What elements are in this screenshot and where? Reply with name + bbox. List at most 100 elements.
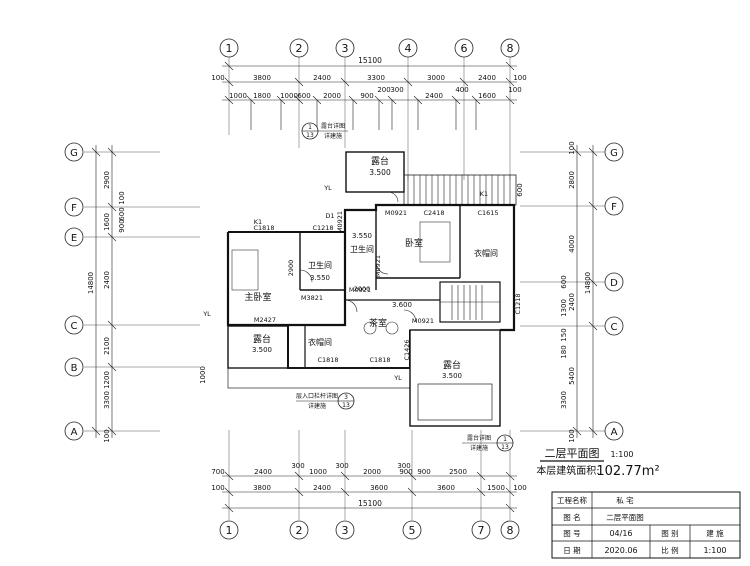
dim-left-1: 1600 [103, 213, 111, 231]
dim-left-extra-1: 600 [118, 207, 126, 220]
dim-bot-r2-5: 900 [399, 468, 412, 476]
room-bathroom-left: 卫生间 [308, 260, 332, 270]
callout1-num: 1 [308, 124, 312, 131]
room-terrace-top: 露台 [371, 155, 389, 167]
dim-bot-total: 15100 [358, 499, 382, 508]
dim-top-r2-8: 2400 [425, 92, 443, 100]
axis-bubbles-bottom: 1 2 3 5 7 8 [219, 520, 520, 540]
axis-left-C: C [71, 321, 78, 332]
dim-top-r1-4: 3000 [427, 74, 445, 82]
plan-title: 二层平面图 [545, 447, 600, 460]
dimensions-bottom: 700 2400 1000 300 2000 900 900 2500 300 … [211, 462, 527, 513]
plan-title-group: 二层平面图 1:100 本层建筑面积: 102.77m² [536, 447, 659, 479]
axis-left-E: E [71, 233, 77, 244]
dim-right-4: 5400 [568, 367, 576, 385]
detail-callout-bottom: 1 13 露台详图 详建施 [462, 434, 514, 452]
dim-bot-extra-0: 300 [397, 462, 410, 470]
detail-callout-entrance: 3 13 层入口栏杆详图 详建施 [296, 392, 355, 410]
axis-top-8: 8 [507, 42, 514, 55]
dim-top-r2-11: 100 [508, 86, 521, 94]
dim-top-r1-2: 2400 [313, 74, 331, 82]
axis-right-D: D [610, 278, 618, 289]
dimensions-left: 14800 2900 1600 2400 2100 1200 3300 100 … [87, 145, 207, 443]
label-m0821-vert: M0921 [374, 255, 382, 277]
room-tea-level: 3.600 [392, 301, 412, 309]
dim-bot-r1-2: 2400 [313, 484, 331, 492]
callout3-title: 露台详图 [467, 434, 491, 442]
dim-top-r1-1: 3800 [253, 74, 271, 82]
tb-date-value: 2020.06 [604, 546, 637, 555]
tb-number-label: 图 号 [563, 529, 580, 538]
area-label: 本层建筑面积: [536, 464, 599, 477]
label-c1218-b: C1218 [514, 293, 522, 314]
dim-right-2: 2400 [568, 293, 576, 311]
dim-left-0: 2900 [103, 171, 111, 189]
callout3-sub: 详建施 [470, 444, 488, 452]
dim-top-r2-5: 200 [377, 86, 390, 94]
tb-category-value: 建 施 [706, 528, 724, 538]
axis-right-A: A [611, 427, 618, 438]
label-c1615: C1615 [477, 209, 498, 217]
axis-bubbles-right: G F D C A [604, 142, 624, 441]
dim-top-r2-6: 900 [360, 92, 373, 100]
dim-top-r2-2: 1000 [280, 92, 298, 100]
room-terrace-left: 露台 [253, 333, 271, 345]
dim-bot-r2-0: 700 [211, 468, 224, 476]
axis-bottom-1: 1 [226, 524, 233, 537]
dim-bot-r1-5: 1500 [487, 484, 505, 492]
callout2-sub: 详建施 [308, 402, 326, 410]
callout2-num: 3 [344, 394, 348, 401]
room-tea: 茶室 [369, 317, 387, 329]
dim-bot-r1-1: 3800 [253, 484, 271, 492]
dim-left-2: 2400 [103, 271, 111, 289]
detail-callout-top: 1 13 露台详图 详建施 [301, 122, 348, 140]
dim-bot-r2-3: 300 [335, 462, 348, 470]
title-block: 工程名称 私 宅 图 名 二层平面图 图 号 04/16 图 别 建 施 日 期… [551, 491, 741, 559]
dim-left-5: 3300 [103, 391, 111, 409]
axis-left-A: A [71, 427, 78, 438]
dim-right-0: 2800 [568, 171, 576, 189]
dim-right-3: 1300 [560, 299, 568, 317]
tb-date-label: 日 期 [563, 546, 580, 555]
callout3-num: 1 [503, 436, 507, 443]
dim-top-r2-9: 400 [455, 86, 468, 94]
tb-scale-value: 1:100 [703, 546, 726, 555]
dimensions-top: 15100 100 3800 2400 3300 3000 2400 100 1… [211, 56, 527, 130]
dim-top-r1-0: 100 [211, 74, 224, 82]
dim-right-1: 4000 [568, 235, 576, 253]
dim-top-r2-10: 1600 [478, 92, 496, 100]
axis-bubbles-top: 1 2 3 4 6 8 [219, 38, 520, 58]
label-m0921-c: M0921 [349, 286, 371, 294]
dim-top-r2-0: 1000 [229, 92, 247, 100]
room-master-bedroom: 主卧室 [244, 291, 271, 303]
dim-bot-r1-3: 3600 [370, 484, 388, 492]
dim-top-r1-6: 100 [513, 74, 526, 82]
room-bathroom-left-level: 3.550 [310, 274, 330, 282]
callout1-sheet: 13 [306, 132, 314, 139]
tb-project-value: 私 宅 [616, 495, 634, 505]
room-bathroom-mid-level: 3.550 [352, 232, 372, 240]
label-m0921-vert: M0921 [336, 211, 344, 233]
dim-right-extra-2: 600 [560, 275, 568, 288]
axis-bubbles-left: G F E C B A [64, 142, 84, 441]
callout2-sheet: 13 [342, 402, 350, 409]
tb-project-label: 工程名称 [557, 495, 587, 505]
room-bathroom-mid: 卫生间 [350, 244, 374, 254]
callout1-sub: 详建施 [324, 132, 342, 140]
dim-top-r2-7: 300 [390, 86, 403, 94]
dim-right-6: 100 [568, 429, 576, 442]
dim-bot-r1-0: 100 [211, 484, 224, 492]
label-m0921-e: M0921 [412, 317, 434, 325]
axis-bottom-3: 3 [342, 524, 349, 537]
label-dim-2900: 2900 [287, 260, 295, 277]
room-terrace-top-level: 3.500 [369, 168, 391, 177]
dim-bot-r2-6: 900 [417, 468, 430, 476]
axis-top-4: 4 [405, 42, 412, 55]
room-terrace-right: 露台 [443, 359, 461, 371]
dim-bot-r1-6: 100 [513, 484, 526, 492]
axis-bottom-8: 8 [507, 524, 514, 537]
label-c2418: C2418 [423, 209, 444, 217]
axis-left-B: B [71, 363, 78, 374]
